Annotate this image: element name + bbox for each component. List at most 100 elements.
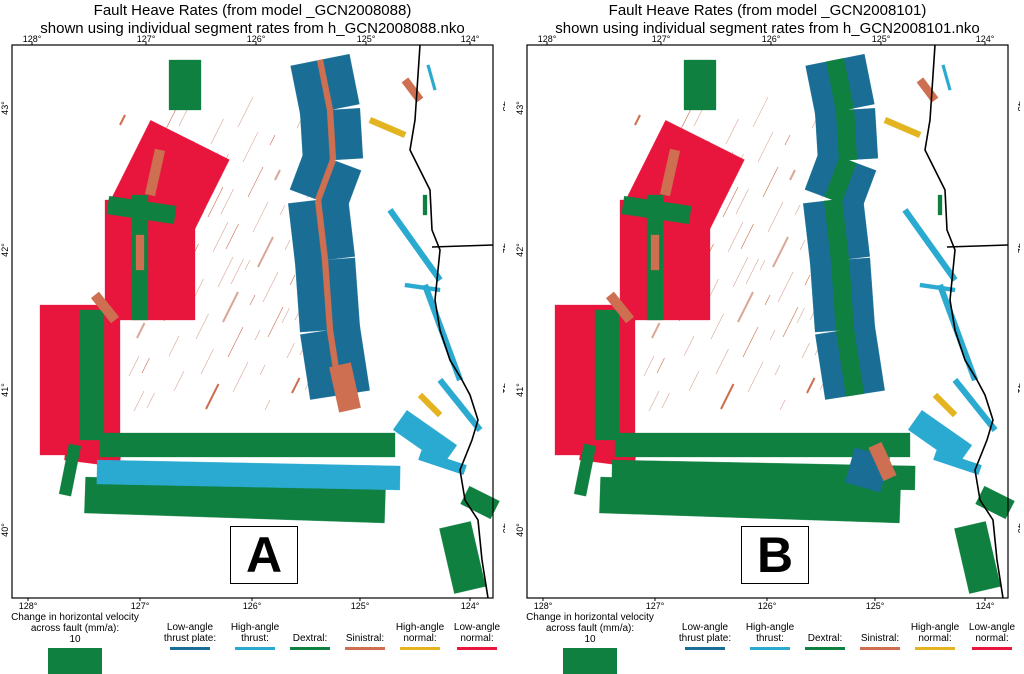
dextral-fault — [823, 198, 850, 262]
sinistral-fault — [401, 77, 424, 103]
high-angle-thrust-fault — [941, 64, 952, 91]
legend-label-line-1 — [335, 622, 395, 633]
legend-label-line-2: normal: — [460, 633, 494, 644]
longitude-label: 125° — [866, 601, 885, 611]
dextral-fault — [573, 443, 597, 497]
legend-swatch — [400, 647, 440, 650]
legend-swatch — [345, 647, 385, 650]
minor-fault — [735, 188, 749, 215]
minor-fault — [281, 307, 290, 324]
sinistral-fault — [135, 234, 145, 271]
minor-fault — [128, 355, 140, 377]
high-angle-normal-fault — [932, 392, 958, 418]
longitude-label: 127° — [131, 601, 150, 611]
longitude-label: 128° — [23, 34, 42, 44]
latitude-label: 40° — [1016, 523, 1020, 537]
high-angle-thrust-fault — [902, 208, 958, 282]
longitude-label: 127° — [652, 34, 671, 44]
legend-item: Dextral: — [280, 622, 340, 650]
legend-swatch — [290, 647, 330, 650]
high-angle-thrust-fault — [933, 450, 982, 475]
scale-value: 10 — [584, 634, 596, 645]
minor-fault — [193, 210, 205, 232]
minor-fault — [742, 326, 759, 358]
dextral-fault — [460, 485, 500, 520]
high-angle-normal-fault — [368, 117, 407, 138]
legend-label-line-2: Dextral: — [292, 633, 328, 644]
minor-fault — [643, 355, 655, 377]
sinistral-fault — [329, 362, 361, 413]
longitude-label: 125° — [872, 34, 891, 44]
latitude-label: 43° — [515, 101, 525, 115]
latitude-label: 43° — [1016, 101, 1020, 115]
longitude-label: 126° — [243, 601, 262, 611]
minor-fault — [195, 313, 209, 340]
fault-map: 128°127°126°125°124°128°127°126°125°124°… — [0, 34, 505, 611]
minor-fault — [227, 326, 244, 358]
longitude-label: 124° — [976, 34, 995, 44]
dextral-fault — [611, 459, 916, 491]
dextral-fault — [106, 195, 177, 225]
fault-layer — [39, 53, 500, 594]
low-angle-normal-fault — [104, 199, 196, 321]
minor-fault — [767, 201, 784, 233]
dextral-fault — [614, 432, 911, 458]
minor-fault — [259, 364, 266, 376]
scale-bar — [563, 648, 617, 674]
legend-label-line-2: Sinistral: — [345, 633, 385, 644]
minor-fault — [217, 256, 234, 288]
high-angle-thrust-fault — [404, 282, 441, 293]
scale-title-line-2: across fault (mm/a): — [30, 623, 120, 634]
legend-swatch — [805, 647, 845, 650]
high-angle-thrust-fault — [437, 377, 483, 433]
state-border — [431, 244, 494, 248]
legend-label-line-2: normal: — [403, 633, 437, 644]
dextral-fault — [975, 485, 1015, 520]
latitude-label: 41° — [501, 383, 505, 397]
coastline — [924, 44, 1004, 599]
minor-fault — [708, 210, 720, 232]
legend-label-line-1: High-angle — [910, 622, 960, 633]
legend-item: Dextral: — [795, 622, 855, 650]
longitude-label: 128° — [538, 34, 557, 44]
dextral-fault — [79, 309, 105, 441]
minor-fault — [747, 361, 764, 393]
high-angle-thrust-fault — [952, 377, 998, 433]
legend-swatch — [685, 647, 725, 650]
low-angle-normal-fault — [619, 199, 711, 321]
legend-label-line-2: normal: — [918, 633, 952, 644]
coastline — [409, 44, 489, 599]
dextral-fault — [835, 109, 858, 161]
dextral-fault — [835, 328, 865, 397]
minor-fault — [119, 114, 126, 126]
minor-fault — [249, 294, 256, 306]
latitude-label: 43° — [0, 101, 10, 115]
minor-fault — [237, 96, 254, 128]
minor-fault — [759, 259, 766, 271]
latitude-label: 41° — [515, 383, 525, 397]
legend-swatch — [457, 647, 497, 650]
sinistral-fault — [868, 441, 897, 482]
high-angle-thrust-fault — [919, 282, 956, 293]
minor-fault — [222, 291, 239, 323]
minor-fault — [212, 221, 229, 253]
minor-fault — [244, 259, 251, 271]
legend-swatch — [915, 647, 955, 650]
scale-title-line-1: Change in horizontal velocity — [11, 612, 139, 623]
sinistral-fault — [650, 234, 660, 271]
minor-fault — [289, 274, 296, 286]
legend-swatch — [170, 647, 210, 650]
dextral-fault — [826, 58, 854, 112]
minor-fault — [806, 377, 816, 394]
panel-title: Fault Heave Rates (from model _GCN200808… — [0, 2, 505, 38]
legend-label-line-2: Dextral: — [807, 633, 843, 644]
minor-fault — [777, 271, 794, 303]
panel-letter-label: A — [230, 526, 298, 584]
high-angle-thrust-fault — [418, 450, 467, 475]
